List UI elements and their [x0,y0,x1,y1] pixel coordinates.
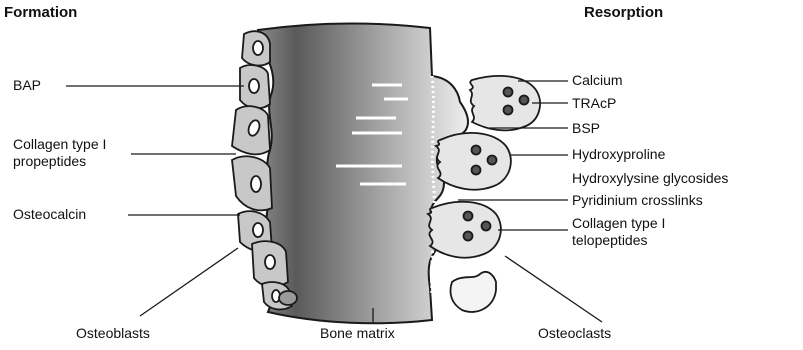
tracp-label: TRAcP [572,95,616,112]
calcium-label: Calcium [572,72,623,89]
collagen-telopeptides-label: Collagen type I telopeptides [572,215,665,249]
pyridinium-label: Pyridinium crosslinks [572,192,703,209]
hydroxylysine-label: Hydroxylysine glycosides [572,170,803,187]
bone-matrix-label: Bone matrix [320,325,395,342]
formation-header: Formation [4,4,77,21]
osteocalcin-label: Osteocalcin [13,206,86,223]
osteoclast-cell [470,76,540,130]
osteoblast-cell [279,291,297,305]
bsp-label: BSP [572,120,600,137]
osteoblasts-label: Osteoblasts [76,325,150,342]
bone-matrix-body [258,24,468,324]
collagen-propeptides-label: Collagen type I propeptides [13,136,106,170]
osteoclast-cell [436,133,511,190]
osteoclast-cell [450,272,496,312]
bap-label: BAP [13,77,41,94]
resorption-header: Resorption [584,4,663,21]
hydroxyproline-label: Hydroxyproline [572,146,665,163]
osteoclast-cell [428,202,501,258]
osteoclasts-label: Osteoclasts [538,325,611,342]
